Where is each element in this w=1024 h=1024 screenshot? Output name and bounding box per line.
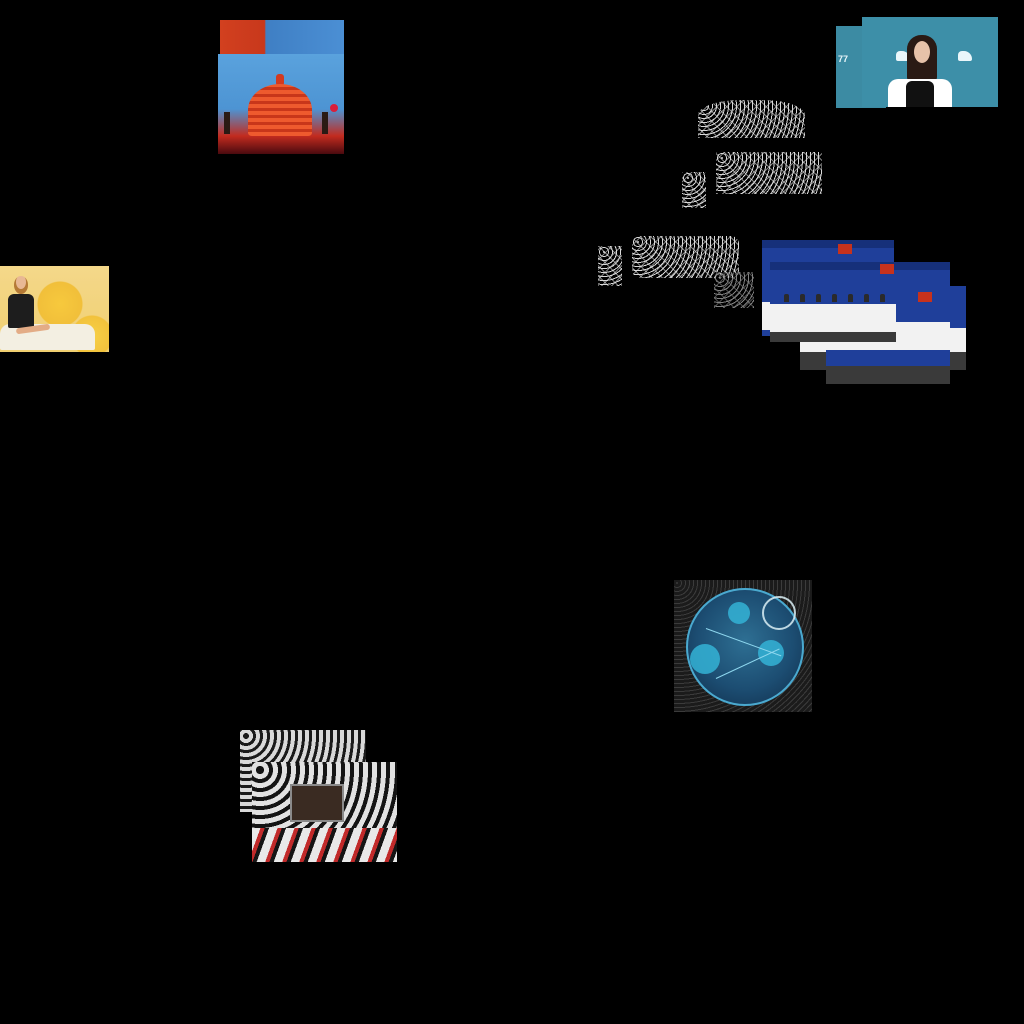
photocall-thumbnail[interactable] bbox=[862, 17, 998, 107]
panelist bbox=[848, 294, 853, 302]
seated-person bbox=[8, 294, 34, 328]
press-red-logo bbox=[918, 292, 932, 302]
map-bubble-outline bbox=[762, 596, 796, 630]
actor-right bbox=[322, 112, 328, 134]
sofa-portrait-thumbnail[interactable] bbox=[0, 266, 109, 352]
polka-floor bbox=[252, 828, 397, 862]
panelist bbox=[784, 294, 789, 302]
press-red-logo bbox=[880, 264, 894, 274]
panelist bbox=[880, 294, 885, 302]
seated-person-head bbox=[14, 276, 28, 294]
press-red-logo bbox=[838, 244, 852, 254]
theatre-thumbnail[interactable] bbox=[218, 54, 344, 154]
dome-top bbox=[276, 74, 284, 86]
panelist bbox=[800, 294, 805, 302]
lace-band-6[interactable] bbox=[714, 272, 754, 308]
map-bubble bbox=[690, 644, 720, 674]
lion-logo-icon-right bbox=[958, 51, 972, 61]
woman-face bbox=[914, 41, 930, 63]
panelist bbox=[816, 294, 821, 302]
panelist bbox=[832, 294, 837, 302]
lace-band-5[interactable] bbox=[598, 246, 622, 286]
panelist bbox=[864, 294, 869, 302]
theatre-thumbnail-back[interactable] bbox=[220, 20, 344, 54]
actor-left bbox=[224, 112, 230, 134]
press-floor bbox=[770, 332, 896, 342]
woman-dress bbox=[888, 79, 952, 107]
globe-disc bbox=[686, 588, 804, 706]
lace-band-3[interactable] bbox=[682, 172, 706, 208]
heart-prop bbox=[330, 104, 338, 112]
booth bbox=[290, 784, 344, 822]
map-bubble bbox=[728, 602, 750, 624]
press-banner bbox=[770, 262, 896, 270]
lace-band-2[interactable] bbox=[716, 152, 822, 194]
press-banner bbox=[762, 240, 894, 248]
dome bbox=[248, 84, 312, 136]
polka-room-thumbnail[interactable] bbox=[252, 762, 397, 862]
globe-map-thumbnail[interactable] bbox=[674, 580, 812, 712]
photocall-logo-text: 77 bbox=[838, 54, 849, 64]
press-table bbox=[770, 304, 896, 332]
press-thumbnail[interactable] bbox=[770, 262, 896, 342]
press-floor bbox=[826, 366, 950, 384]
lace-band-4[interactable] bbox=[632, 236, 739, 278]
lace-band-1[interactable] bbox=[698, 100, 805, 138]
lion-logo-icon bbox=[896, 51, 910, 61]
